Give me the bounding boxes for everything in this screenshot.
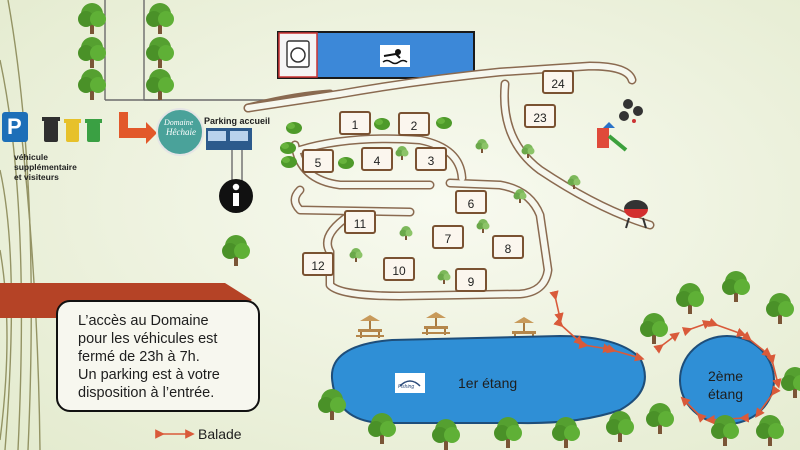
petanque-icon: [619, 99, 643, 123]
cabin-2: 2: [398, 112, 430, 136]
grass-border: [0, 0, 41, 450]
notice-line-1: L’accès au Domaine: [78, 313, 209, 329]
parking-accueil-icon: [206, 128, 252, 150]
cabin-23: 23: [524, 104, 556, 128]
pond-1-label: 1er étang: [458, 375, 518, 391]
cabin-24: 24: [542, 70, 574, 94]
access-notice: L’accès au Domaine pour les véhicules es…: [56, 300, 260, 412]
logo-line-1: Domaine: [164, 118, 194, 127]
legend-balade: Balade: [198, 426, 242, 442]
vehicle-label-line-3: et visiteurs: [14, 172, 59, 182]
cabin-4: 4: [361, 147, 393, 171]
parking-sign-letter: P: [7, 114, 22, 139]
cabin-8: 8: [492, 235, 524, 259]
notice-line-5: disposition à l’entrée.: [78, 385, 215, 401]
cabin-3: 3: [415, 147, 447, 171]
cabin-11: 11: [344, 210, 376, 234]
cabin-1: 1: [339, 111, 371, 135]
cabin-6: 6: [455, 190, 487, 214]
parking-accueil-label: Parking accueil: [204, 116, 271, 126]
barbecue-icon: [624, 200, 648, 229]
domaine-logo: [156, 108, 204, 156]
fishing-icon: [395, 373, 425, 393]
cabin-12: 12: [302, 252, 334, 276]
fishing-sign-text: Fishing: [398, 384, 415, 390]
cabin-7: 7: [432, 225, 464, 249]
notice-line-3: fermé de 23h à 7h.: [78, 349, 200, 365]
parking-icon: [2, 112, 28, 142]
info-icon: [219, 179, 253, 213]
entrance-arrow: [119, 112, 157, 144]
vehicle-label-line-2: supplémentaire: [14, 162, 77, 172]
notice-line-2: pour les véhicules est: [78, 331, 218, 347]
cabin-5: 5: [302, 149, 334, 173]
vehicle-label: véhicule supplémentaire et visiteurs: [14, 152, 77, 182]
swimming-pool-icon: [380, 45, 410, 67]
logo-line-2: Hêchaie: [166, 127, 196, 137]
vehicle-label-line-1: véhicule: [14, 152, 49, 162]
pond-2-label-line-1: 2ème: [708, 368, 744, 384]
trash-bins-icon: [42, 117, 102, 142]
cabin-10: 10: [383, 257, 415, 281]
laundry-icon: [286, 40, 310, 68]
pond-2-label-line-2: étang: [708, 386, 744, 402]
playground-slide-icon: [597, 122, 628, 152]
cabin-9: 9: [455, 268, 487, 292]
notice-line-4: Un parking est à votre: [78, 367, 220, 383]
